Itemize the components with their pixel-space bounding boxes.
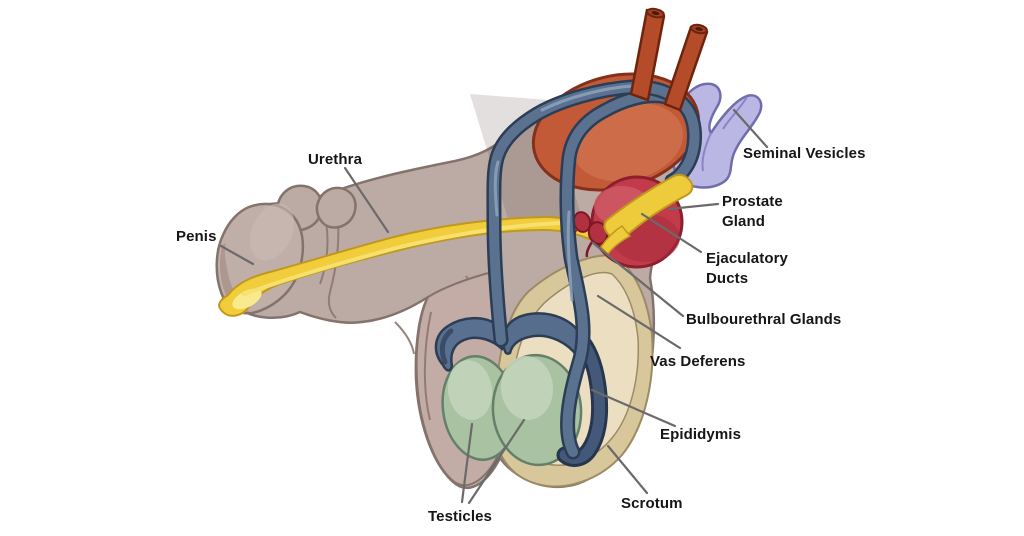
label-ejaculatory-ducts: Ejaculatory Ducts — [706, 249, 788, 290]
testicle-right — [491, 353, 583, 467]
vas-deferens-right-tube — [559, 88, 674, 460]
ejaculatory-duct-shape — [600, 173, 694, 256]
leader-line-urethra — [343, 166, 390, 234]
label-prostate-line1: Prostate — [722, 193, 783, 210]
label-urethra: Urethra — [308, 151, 363, 168]
leader-lines — [219, 108, 769, 505]
epididymis-left-shape — [434, 317, 508, 372]
label-prostate-line2: Gland — [722, 213, 766, 231]
leader-line-epididymis — [590, 388, 677, 428]
leader-line-scrotum — [606, 444, 649, 495]
label-vas-deferens: Vas Deferens — [650, 353, 746, 370]
label-testicles: Testicles — [428, 508, 492, 525]
label-ejaculatory-line1: Ejaculatory — [706, 250, 788, 267]
label-prostate-gland: Prostate Gland — [722, 192, 783, 233]
leader-line-vas-deferens — [596, 294, 682, 350]
leader-line-ejaculatory-ducts — [640, 212, 703, 254]
corona-ridge — [275, 184, 357, 232]
label-scrotum: Scrotum — [621, 495, 683, 512]
label-bulbourethral-glands: Bulbourethral Glands — [686, 311, 842, 328]
leader-line-testicle-right — [467, 418, 526, 505]
leader-line-seminal-vesicles — [732, 108, 769, 149]
urethra-shape — [218, 215, 590, 317]
ureter-left — [629, 7, 666, 102]
label-epididymis: Epididymis — [660, 426, 742, 443]
leader-line-prostate — [667, 202, 720, 211]
label-penis: Penis — [176, 228, 217, 245]
leader-line-bulbourethral — [591, 241, 685, 318]
ureter-right — [663, 23, 709, 112]
vas-deferens-left-tube — [486, 79, 702, 348]
leader-line-penis — [219, 244, 255, 266]
label-ejaculatory-line2: Ducts — [706, 270, 749, 288]
leader-line-testicle-left — [460, 422, 474, 504]
label-seminal-vesicles: Seminal Vesicles — [743, 145, 866, 162]
scrotum-crease — [423, 311, 432, 421]
